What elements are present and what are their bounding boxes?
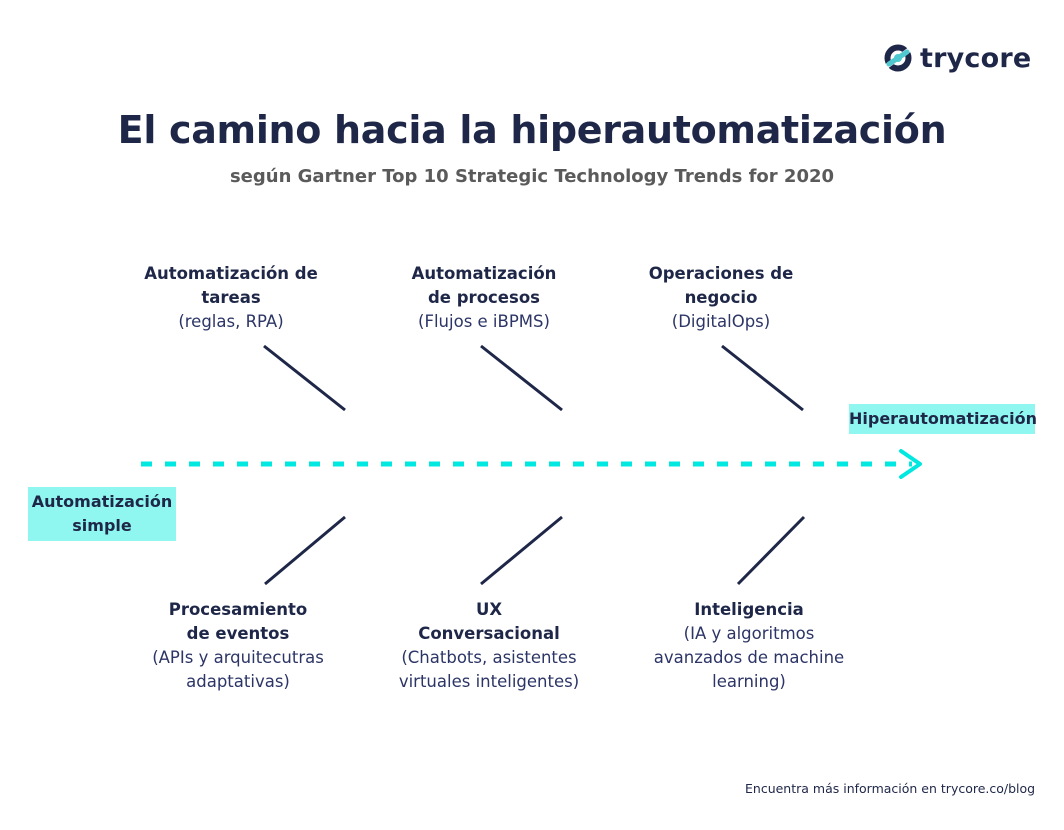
branch-bottom-procesamiento-eventos: Procesamiento de eventos (APIs y arquite…: [118, 598, 358, 694]
footer-link-text: Encuentra más información en trycore.co/…: [745, 781, 1036, 796]
branch-bottom-ux-conversacional: UX Conversacional (Chatbots, asistentes …: [369, 598, 609, 694]
branch-top-operaciones-negocio: Operaciones de negocio (DigitalOps): [601, 262, 841, 334]
trycore-logo-icon: [884, 44, 912, 72]
branch-title: tareas: [201, 288, 261, 307]
branch-title: Automatización: [411, 264, 557, 283]
branch-bottom-inteligencia: Inteligencia (IA y algoritmos avanzados …: [629, 598, 869, 694]
branch-title: negocio: [684, 288, 758, 307]
branch-detail: virtuales inteligentes): [398, 672, 580, 691]
branch-line-bottom-1: [264, 515, 346, 586]
branch-detail: (reglas, RPA): [178, 312, 284, 331]
branch-detail: learning): [712, 672, 786, 691]
branch-detail: (DigitalOps): [671, 312, 771, 331]
start-label-line-1: Automatización: [31, 492, 173, 511]
branch-title: UX: [475, 600, 503, 619]
brand-logo: trycore: [884, 40, 1031, 76]
arrow-head-icon: [899, 449, 922, 479]
branch-line-bottom-2: [480, 515, 563, 586]
branch-line-top-3: [721, 344, 804, 412]
start-label-line-2: simple: [72, 516, 132, 535]
start-label-automatizacion-simple: Automatización simple: [28, 487, 176, 541]
branch-line-top-1: [263, 344, 346, 412]
branch-title: de eventos: [186, 624, 290, 643]
branch-detail: adaptativas): [186, 672, 290, 691]
branch-title: Conversacional: [418, 624, 560, 643]
branch-detail: avanzados de machine: [653, 648, 845, 667]
branch-title: Procesamiento: [168, 600, 308, 619]
branch-title: Automatización de: [144, 264, 318, 283]
branch-detail: (IA y algoritmos: [683, 624, 815, 643]
page-title: El camino hacia la hiperautomatización: [117, 108, 947, 152]
branch-detail: (Chatbots, asistentes: [401, 648, 577, 667]
page-subtitle: según Gartner Top 10 Strategic Technolog…: [229, 166, 835, 187]
brand-name: trycore: [920, 42, 1032, 74]
branch-title: de procesos: [428, 288, 540, 307]
branch-detail: (APIs y arquitecutras: [152, 648, 324, 667]
branch-top-automatizacion-tareas: Automatización de tareas (reglas, RPA): [111, 262, 351, 334]
branch-top-automatizacion-procesos: Automatización de procesos (Flujos e iBP…: [364, 262, 604, 334]
end-label-hiperautomatizacion: Hiperautomatización: [849, 404, 1037, 434]
branch-line-bottom-3: [736, 515, 806, 586]
branch-title: Operaciones de: [648, 264, 794, 283]
end-label-text: Hiperautomatización: [849, 409, 1037, 428]
branch-detail: (Flujos e iBPMS): [418, 312, 550, 331]
branch-title: Inteligencia: [694, 600, 804, 619]
branch-line-top-2: [480, 344, 563, 412]
